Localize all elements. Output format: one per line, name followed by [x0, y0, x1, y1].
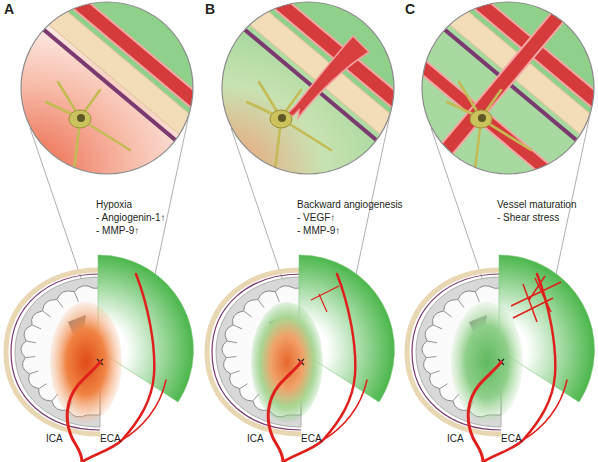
artery-label: ECA — [301, 433, 322, 445]
artery-label: ECA — [100, 433, 121, 445]
infarct-zone — [451, 302, 523, 422]
panel-c — [256, 0, 598, 462]
finding-item: - MMP-9↑ — [297, 225, 340, 237]
finding-item: - MMP-9↑ — [96, 225, 139, 237]
panel-a-part — [6, 255, 193, 434]
zoom-circle — [422, 2, 594, 174]
zoom-circle — [222, 2, 394, 174]
infarct-zone — [50, 302, 122, 422]
finding-heading: Backward angiogenesis — [297, 199, 403, 211]
finding-item: - Angiogenin-1↑ — [96, 212, 166, 224]
vessel-sprout — [287, 36, 369, 118]
panel-a-part — [67, 274, 166, 462]
panel-b-part — [207, 255, 394, 434]
zoom-view-part — [447, 82, 531, 178]
artery-label: ICA — [247, 433, 264, 445]
zoom-view-part — [0, 0, 483, 236]
finding-item: - Shear stress — [497, 212, 559, 224]
new-vessels — [311, 286, 339, 312]
panel-b-part — [268, 274, 367, 462]
panel-letter: B — [205, 1, 215, 17]
zoom-view — [0, 0, 483, 236]
finding-heading: Hypoxia — [96, 199, 132, 211]
artery-label: ECA — [501, 433, 522, 445]
zoom-view-part — [247, 82, 331, 178]
infarct-zone — [251, 302, 323, 422]
zoom-circle — [21, 2, 193, 174]
artery-label: ICA — [46, 433, 63, 445]
finding-item: - VEGF↑ — [297, 212, 335, 224]
finding-heading: Vessel maturation — [497, 199, 577, 211]
mature-vessels-part — [418, 0, 598, 181]
zoom-view-part — [46, 82, 130, 178]
artery-label: ICA — [447, 433, 464, 445]
panel-c-part — [407, 255, 594, 434]
panel-a — [0, 0, 483, 462]
new-vessels — [511, 276, 561, 322]
panel-letter: C — [405, 1, 415, 17]
panel-letter: A — [4, 1, 14, 17]
panel-c-part — [468, 274, 567, 462]
